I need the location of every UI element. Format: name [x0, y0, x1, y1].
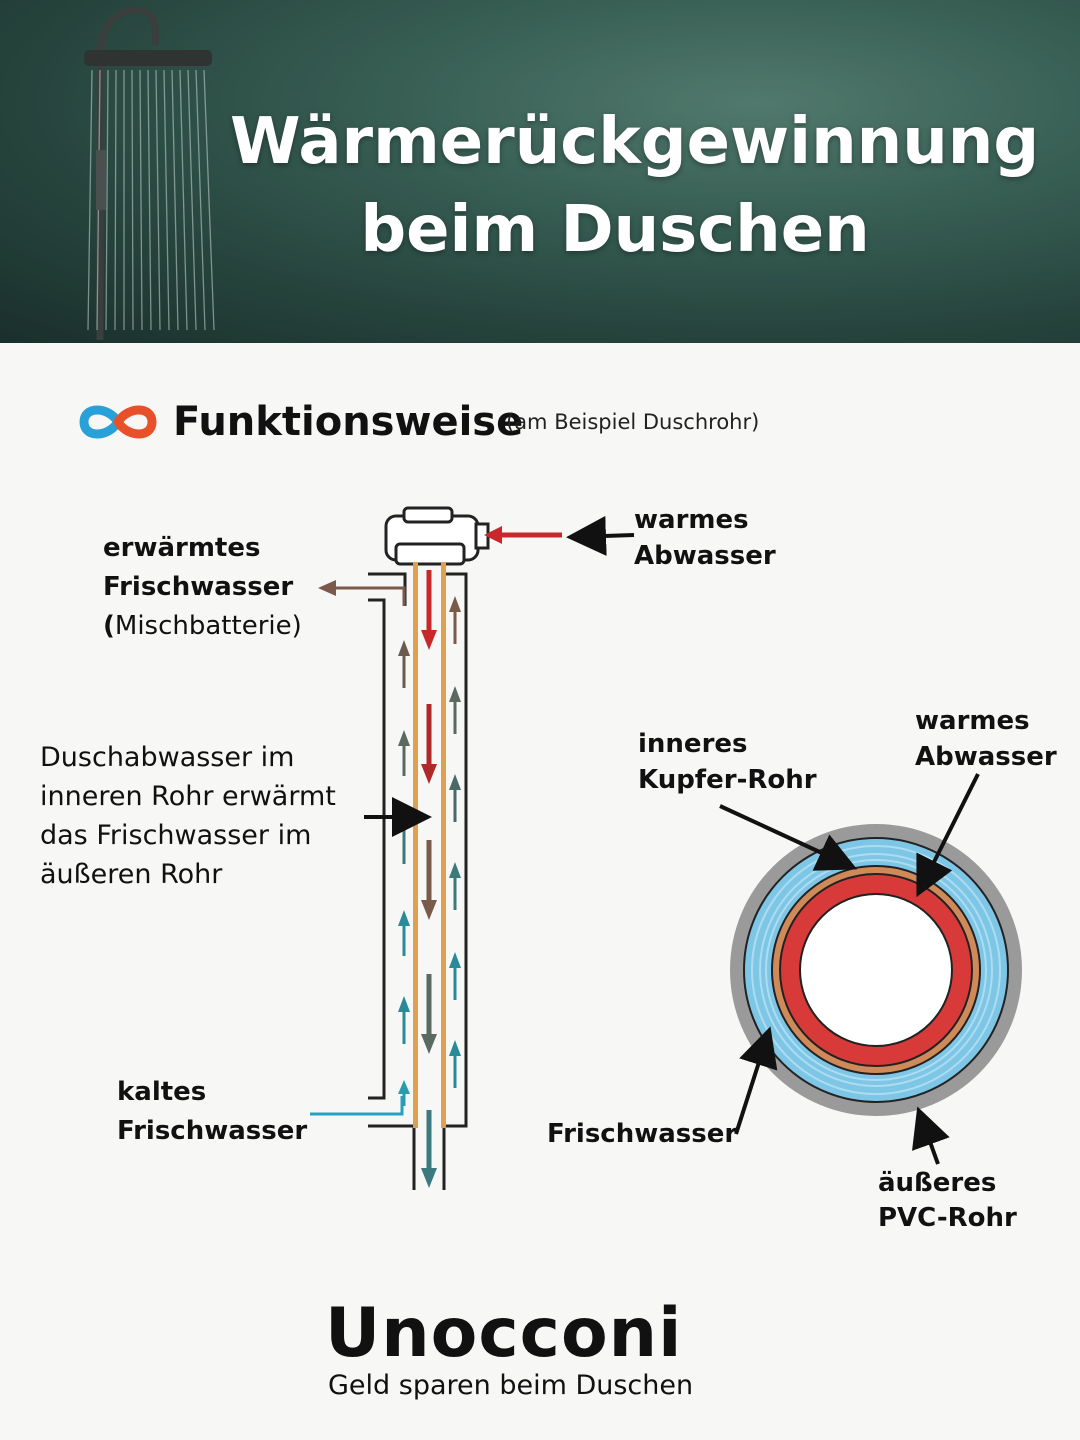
label-heated-fresh-line2: Frischwasser [103, 572, 294, 602]
title-line-1: Wärmerückgewinnung [230, 105, 1040, 179]
brand-tagline: Geld sparen beim Duschen [328, 1370, 694, 1401]
label-heated-fresh-paren: ( [103, 611, 115, 641]
label-heated-fresh-mixer: Mischbatterie) [114, 611, 302, 641]
label-heated-fresh-line3: (Mischbatterie) [103, 608, 302, 644]
section-subtitle: (am Beispiel Duschrohr) [506, 410, 760, 434]
inner-bore [799, 893, 953, 1047]
label-inner-copper-line2: Kupfer-Rohr [638, 765, 817, 795]
explain-line1: Duschabwasser im [40, 742, 295, 773]
pointer-freshwater [734, 1026, 778, 1135]
warm-waste-inlet-arrow [484, 526, 562, 544]
pointer-outer-pvc [912, 1106, 950, 1165]
label-cold-fresh-line2: Frischwasser [117, 1116, 308, 1146]
cold-fresh-inlet-line [310, 1096, 404, 1116]
pipe-cross-section [730, 824, 1022, 1116]
label-warm-waste2-line1: warmes [915, 706, 1030, 736]
explain-line3: das Frischwasser im [40, 820, 312, 851]
inner-copper-pipe [413, 562, 446, 1128]
shower-head-illustration [0, 0, 1080, 343]
drain-fitting [384, 506, 490, 566]
pointer-warm-waste-2 [916, 773, 980, 898]
title-line-2: beim Duschen [360, 193, 870, 267]
label-freshwater: Frischwasser [547, 1119, 738, 1149]
label-cold-fresh-line1: kaltes [117, 1077, 207, 1107]
label-outer-pvc-line2: PVC-Rohr [878, 1203, 1017, 1233]
label-heated-fresh-line1: erwärmtes [103, 533, 261, 563]
label-warm-waste2-line2: Abwasser [915, 742, 1057, 772]
heated-fresh-outlet-arrow [318, 580, 406, 606]
label-warm-waste-line2: Abwasser [634, 541, 776, 571]
pointer-inner-copper [719, 804, 858, 871]
explain-line4: äußeren Rohr [40, 859, 223, 890]
explain-line2: inneren Rohr erwärmt [40, 781, 336, 812]
hero-banner: Wärmerückgewinnung beim Duschen [0, 0, 1080, 343]
label-outer-pvc-line1: äußeres [878, 1168, 997, 1198]
page-title: Wärmerückgewinnung beim Duschen [230, 98, 1040, 274]
infinity-logo-icon [79, 405, 157, 439]
label-warm-waste-line1: warmes [634, 505, 749, 535]
label-inner-copper-line1: inneres [638, 729, 748, 759]
section-title: Funktionsweise [173, 399, 524, 445]
outer-flow-arrows-right [449, 596, 461, 1088]
inner-flow-arrows [421, 570, 437, 1188]
pointer-warm-waste [566, 515, 635, 556]
brand-wordmark: Unocconi [325, 1294, 683, 1373]
outer-flow-arrows-left [398, 640, 410, 1106]
